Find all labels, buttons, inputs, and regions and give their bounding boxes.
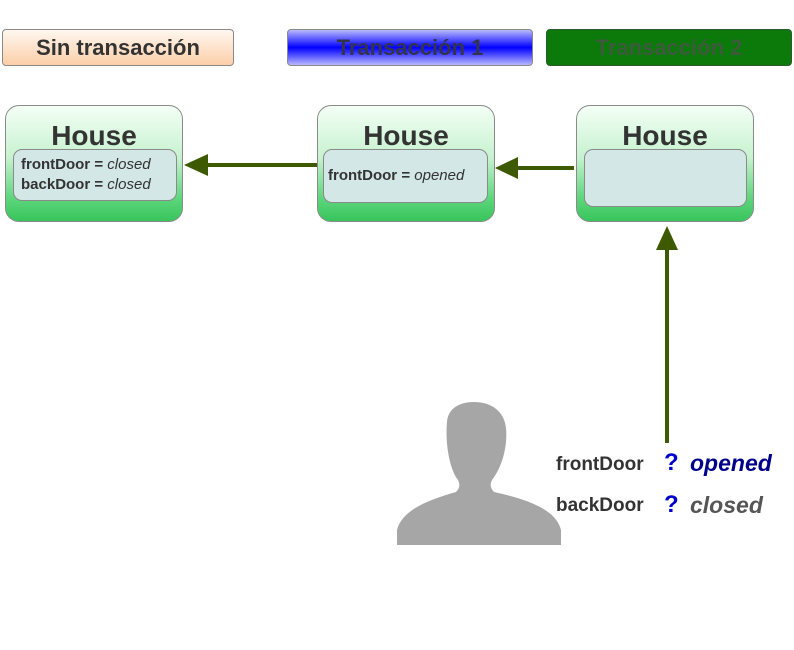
query-mark-frontdoor: ? xyxy=(664,449,679,476)
field-row: backDoor = closed xyxy=(21,175,176,195)
house-title: House xyxy=(622,120,708,151)
field-row: frontDoor = closed xyxy=(21,155,176,175)
field-op: = xyxy=(94,176,104,193)
arrow-query-to-tx2 xyxy=(656,226,678,443)
house-title: House xyxy=(51,120,137,151)
field-name: backDoor xyxy=(21,176,91,193)
header-transaccion-2: Transacción 2 xyxy=(546,29,792,66)
field-name: frontDoor xyxy=(328,167,398,184)
query-mark-backdoor: ? xyxy=(664,491,679,518)
field-name: frontDoor xyxy=(21,156,91,173)
field-op: = xyxy=(401,167,411,184)
query-value-backdoor: closed xyxy=(690,492,763,518)
house-title: House xyxy=(363,120,449,151)
field-op: = xyxy=(94,156,104,173)
arrow-tx2-to-tx1 xyxy=(495,157,574,179)
house-box-transaccion-2: House xyxy=(576,105,754,222)
house-fields: frontDoor = closed backDoor = closed xyxy=(13,149,177,201)
field-row: frontDoor = opened xyxy=(328,166,487,186)
field-value: closed xyxy=(107,156,151,173)
header-transaccion-1: Transacción 1 xyxy=(287,29,533,66)
house-fields: frontDoor = opened xyxy=(323,149,488,203)
query-label-backdoor: backDoor xyxy=(556,495,644,516)
house-box-sin-transaccion: House frontDoor = closed backDoor = clos… xyxy=(5,105,183,222)
query-label-frontdoor: frontDoor xyxy=(556,454,644,475)
field-value: opened xyxy=(414,167,465,184)
header-sin-transaccion: Sin transacción xyxy=(2,29,234,66)
field-value: closed xyxy=(107,176,151,193)
house-box-transaccion-1: House frontDoor = opened xyxy=(317,105,495,222)
arrow-tx1-to-base xyxy=(184,154,317,176)
query-value-frontdoor: opened xyxy=(690,450,772,476)
house-fields-empty xyxy=(584,149,747,207)
user-silhouette-icon xyxy=(397,402,561,545)
